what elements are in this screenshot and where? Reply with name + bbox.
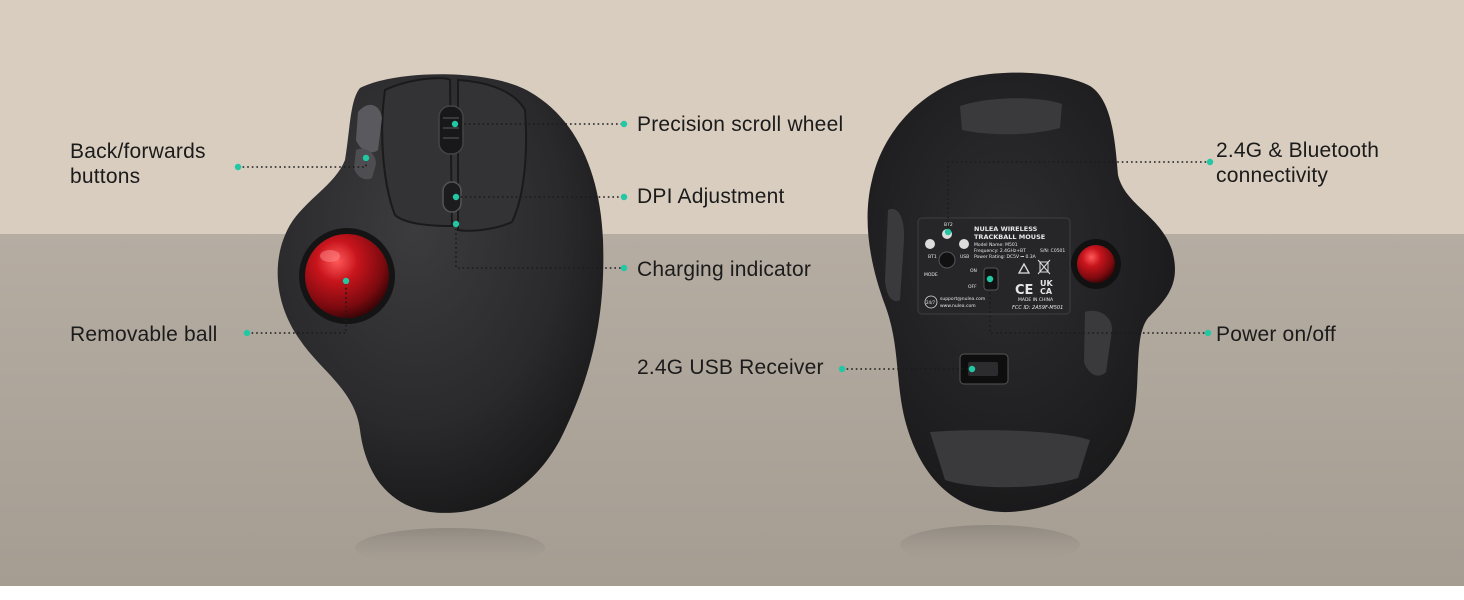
- mouse-bottom-view: BT1 BT2 USB MODE ON OFF NULEA WIRELESS T…: [867, 72, 1175, 565]
- callout-line-connectivity: [947, 161, 1210, 232]
- ukca-mark-icon: UK CA: [1040, 279, 1053, 296]
- label-bt1: BT1: [928, 254, 937, 260]
- callout-lines: [238, 123, 1210, 370]
- mode-button: [938, 251, 956, 269]
- left-click-button: [381, 77, 454, 228]
- product-label-panel: [917, 217, 1071, 315]
- background-bottom: [0, 234, 1464, 586]
- callout-dots: [234, 120, 1214, 373]
- callout-power: Power on/off: [1216, 323, 1336, 346]
- weee-bin-icon: [1037, 259, 1051, 275]
- callout-removable-ball: Removable ball: [70, 323, 218, 346]
- foot-pad-bottom: [930, 430, 1090, 488]
- svg-text:UK: UK: [1040, 279, 1053, 288]
- background-top: [0, 0, 1464, 234]
- usb-indicator: [959, 239, 969, 249]
- callout-dpi: DPI Adjustment: [637, 185, 785, 208]
- label-support-email: support@nulea.com: [940, 296, 985, 302]
- mouse-reflection: [355, 528, 545, 568]
- label-model: Model Name: M501: [974, 242, 1018, 248]
- callout-line-power: [989, 279, 1208, 334]
- label-mode: MODE: [924, 272, 938, 278]
- label-title-1: NULEA WIRELESS: [974, 225, 1038, 233]
- mouse-top-view: [277, 74, 604, 568]
- label-title-2: TRACKBALL MOUSE: [974, 233, 1045, 241]
- callout-usb-receiver: 2.4G USB Receiver: [637, 356, 824, 379]
- foot-pad-top: [960, 98, 1062, 135]
- callout-back-forward: Back/forwards buttons: [70, 140, 206, 188]
- foot-pad-right: [1084, 310, 1112, 376]
- label-bt2: BT2: [944, 222, 953, 228]
- mouse-bottom-reflection: [900, 525, 1080, 565]
- svg-text:CE: CE: [1015, 283, 1033, 298]
- label-switch-on: ON: [970, 268, 977, 274]
- label-rating: Power Rating: DC5V ⎓ 0.3A: [974, 254, 1037, 260]
- callout-line-charging: [455, 224, 624, 269]
- label-usb: USB: [960, 254, 969, 260]
- recycle-icon: [1017, 262, 1031, 274]
- label-frequency: Frequency: 2.4GHz+BT: [974, 248, 1026, 254]
- svg-text:CA: CA: [1040, 287, 1053, 296]
- label-support-hours: 24/7: [926, 300, 935, 305]
- bt1-indicator: [925, 239, 935, 249]
- right-click-button: [457, 78, 528, 232]
- scroll-wheel: [438, 105, 464, 155]
- trackball-underside: [1077, 245, 1115, 283]
- label-website: www.nulea.com: [940, 303, 976, 309]
- forward-button: [356, 104, 382, 153]
- bottom-white-strip: [0, 586, 1464, 600]
- callout-line-removable-ball: [247, 281, 347, 334]
- ce-mark-icon: CE: [1015, 283, 1033, 298]
- back-button: [354, 148, 376, 180]
- usb-receiver: [968, 362, 998, 376]
- callout-scroll-wheel: Precision scroll wheel: [637, 113, 844, 136]
- callout-connectivity: 2.4G & Bluetooth connectivity: [1216, 139, 1380, 187]
- label-switch-off: OFF: [968, 284, 977, 290]
- label-serial: S/N: C0501: [1040, 248, 1065, 254]
- trackball: [305, 234, 389, 318]
- foot-pad-left: [885, 208, 905, 302]
- label-made-in: MADE IN CHINA: [1018, 297, 1054, 303]
- support-24-7-badge: [924, 295, 938, 309]
- callout-charging: Charging indicator: [637, 258, 812, 281]
- label-fcc: FCC ID: 2A59F-M501: [1012, 305, 1063, 311]
